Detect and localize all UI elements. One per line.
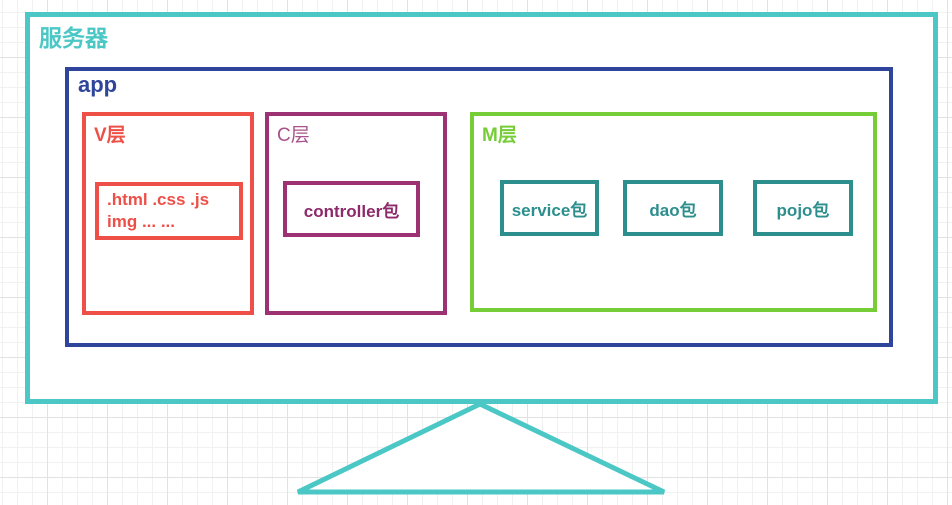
view-layer-label: V层 <box>94 125 126 146</box>
dao-package-box: dao包 <box>623 180 723 236</box>
monitor-stand-outline <box>296 401 666 495</box>
service-package-box: service包 <box>500 180 599 236</box>
model-layer-label: M层 <box>482 125 517 146</box>
app-label: app <box>78 72 118 97</box>
view-files-line1: .html .css .js <box>107 190 210 209</box>
view-files-box: .html .css .js img ... ... <box>95 182 243 240</box>
monitor-stand-triangle <box>296 401 666 495</box>
app-box: app V层 .html .css .js img ... ... C层 con… <box>65 67 893 347</box>
model-layer-box: M层 service包 dao包 pojo包 <box>470 112 877 312</box>
view-layer-box: V层 .html .css .js img ... ... <box>82 112 254 315</box>
controller-layer-box: C层 controller包 <box>265 112 447 315</box>
view-files-line2: img ... ... <box>107 212 176 231</box>
server-box: 服务器 app V层 .html .css .js img ... ... C层… <box>25 12 938 404</box>
controller-layer-label: C层 <box>277 125 310 146</box>
pojo-package-box: pojo包 <box>753 180 853 236</box>
server-label: 服务器 <box>39 25 108 51</box>
controller-package-box: controller包 <box>283 181 420 237</box>
